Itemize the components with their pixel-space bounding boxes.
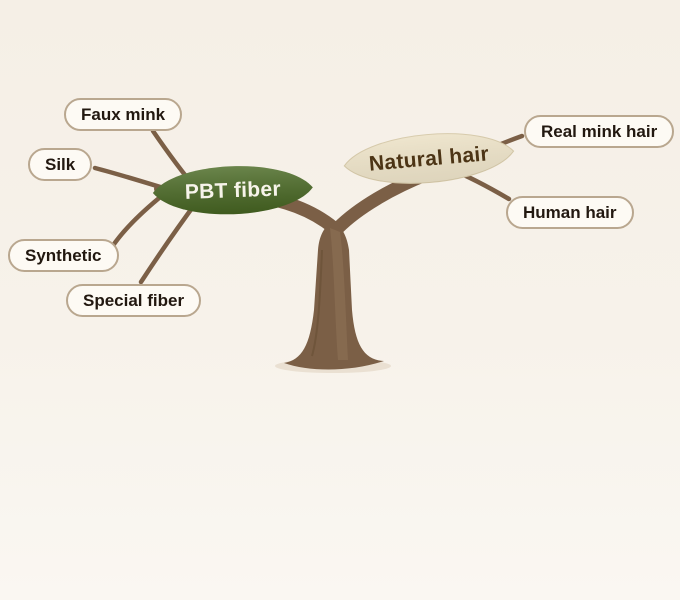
trunk-shade-line — [311, 249, 323, 357]
tree-trunk — [284, 220, 384, 370]
natural-hair-leaf: Natural hair — [343, 133, 515, 184]
label-pill-special-fiber: Special fiber — [66, 284, 202, 317]
label-pill-faux-mink: Faux mink — [64, 98, 183, 131]
twig-silk — [92, 165, 173, 193]
twig-special-fiber — [138, 197, 201, 285]
label-pill-synthetic: Synthetic — [8, 239, 119, 272]
label-pill-real-mink-hair: Real mink hair — [524, 115, 675, 148]
twig-synthetic — [109, 191, 167, 250]
pbt-fiber-leaf-label: PBT fiber — [184, 178, 281, 204]
pbt-fiber-leaf-shading — [152, 166, 313, 215]
natural-hair-leaf-shading — [344, 133, 514, 184]
label-pill-silk: Silk — [28, 148, 93, 181]
pbt-fiber-leaf: PBT fiber — [152, 166, 313, 215]
trunk-highlight — [330, 228, 348, 360]
label-pill-human-hair: Human hair — [506, 196, 634, 229]
